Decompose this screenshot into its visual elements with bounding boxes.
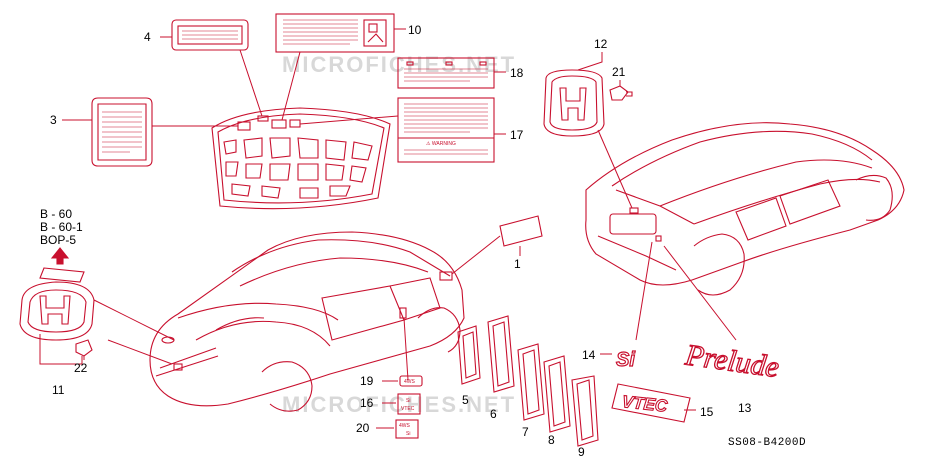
callout-6: 6	[490, 407, 497, 421]
callout-13: 13	[738, 401, 752, 415]
reference-b60-1: B - 60-1	[40, 220, 83, 234]
label-part-18	[397, 57, 495, 89]
callout-22: 22	[74, 361, 88, 375]
si-emblem: Si	[616, 349, 635, 371]
label16-text-a: Si	[406, 398, 410, 404]
callout-21: 21	[612, 65, 626, 79]
warning-text: ⚠ WARNING	[426, 141, 456, 147]
label16-text-b: VTEC	[401, 406, 415, 412]
leader-car-to-16	[403, 317, 409, 381]
leader-clip-to-car	[107, 339, 173, 365]
vtec-emblem-outline	[611, 383, 691, 423]
leader-11	[39, 334, 83, 365]
reference-bop5: BOP-5	[40, 233, 76, 247]
label-part-19: 4WS	[399, 375, 423, 387]
molding-part-7	[517, 343, 545, 421]
callout-10: 10	[408, 23, 422, 37]
label-part-17: ⚠ WARNING	[397, 97, 495, 163]
callout-7: 7	[522, 425, 529, 439]
callout-9: 9	[578, 445, 585, 459]
callout-8: 8	[548, 433, 555, 447]
prelude-script-emblem: Prelude	[683, 338, 782, 384]
label-part-10	[275, 13, 395, 53]
molding-part-6	[487, 315, 515, 393]
callout-5: 5	[462, 393, 469, 407]
leader-13	[663, 245, 737, 341]
callout-4: 4	[144, 30, 151, 44]
vtec-emblem: VTEC	[621, 392, 669, 416]
reference-arrow	[50, 247, 70, 265]
leader-rear-emblem	[597, 129, 633, 209]
molding-part-9	[571, 375, 599, 447]
hood-panel	[211, 107, 391, 210]
callout-20: 20	[356, 421, 370, 435]
clip-part-22	[75, 339, 93, 357]
callout-1: 1	[514, 257, 521, 271]
car-rear-view	[585, 122, 905, 296]
emblem-part-12	[543, 69, 605, 137]
label-part-16: Si VTEC	[397, 393, 421, 415]
callout-19: 19	[360, 374, 374, 388]
label19-text: 4WS	[404, 379, 416, 385]
molding-part-8	[543, 355, 571, 433]
leader-17	[299, 115, 506, 135]
callout-15: 15	[700, 405, 714, 419]
emblem-part-11	[19, 281, 95, 341]
label-part-3	[91, 97, 153, 167]
sticker-part-1	[499, 215, 543, 247]
car-front-view	[149, 231, 465, 412]
leader-14	[635, 241, 653, 341]
leader-emblem-to-car	[93, 299, 175, 341]
label-part-4	[171, 19, 249, 51]
label20-text-b: Si	[406, 431, 410, 437]
watermark-bottom: MICROFICHES.NET	[282, 392, 516, 417]
leader-3	[62, 119, 238, 127]
diagram-code: SS08-B4200D	[728, 437, 806, 449]
leader-front-sticker	[451, 235, 501, 275]
leader-10	[281, 28, 406, 121]
label20-text-a: 4WS	[399, 423, 411, 429]
label-part-20: 4WS Si	[395, 419, 419, 439]
callout-11: 11	[52, 383, 65, 397]
reference-b60: B - 60	[40, 207, 72, 221]
clip-part-21	[609, 85, 633, 101]
molding-part-5	[457, 325, 481, 385]
callout-14: 14	[582, 348, 596, 362]
leader-12	[577, 52, 603, 71]
callout-12: 12	[594, 37, 608, 51]
callout-16: 16	[360, 396, 374, 410]
callout-3: 3	[50, 113, 57, 127]
plate-b60	[39, 267, 85, 283]
callout-18: 18	[510, 66, 524, 80]
leader-4	[160, 36, 263, 117]
callout-17: 17	[510, 128, 524, 142]
